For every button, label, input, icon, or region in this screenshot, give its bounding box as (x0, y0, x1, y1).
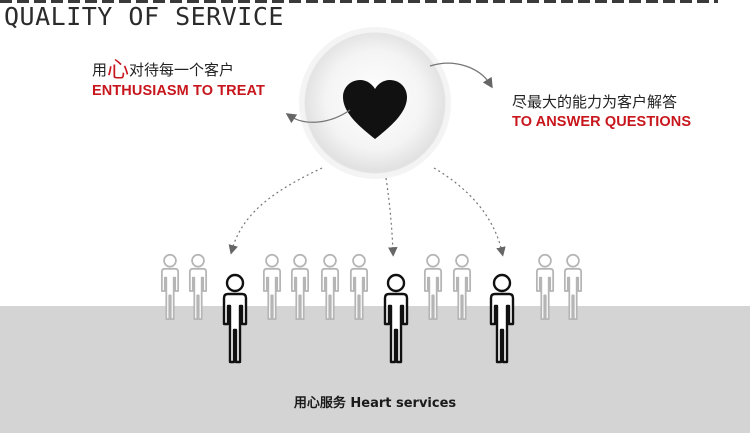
center-badge (299, 27, 451, 179)
callout-enthusiasm: 用心对待每一个客户 ENTHUSIASM TO TREAT (92, 60, 265, 101)
top-dashed-rule (0, 0, 718, 3)
callout-answer: 尽最大的能力为客户解答 TO ANSWER QUESTIONS (512, 92, 691, 132)
dotted-arrow-left (228, 167, 323, 255)
heart-icon (343, 80, 407, 139)
caption-cn: 用心服务 (293, 396, 346, 411)
people-group (160, 253, 583, 364)
person-faded-6 (349, 253, 369, 321)
callout-answer-cn: 尽最大的能力为客户解答 (512, 93, 678, 111)
dotted-arrow-right (433, 167, 506, 257)
floor-band (0, 306, 750, 433)
callout-enthusiasm-cn-suffix: 对待每一个客户 (129, 61, 235, 79)
person-featured-2 (383, 273, 409, 364)
callout-enthusiasm-cn-prefix: 用 (92, 61, 108, 79)
person-faded-4 (290, 253, 310, 321)
person-faded-5 (320, 253, 340, 321)
page-title: QUALITY OF SERVICE (4, 2, 284, 31)
person-faded-1 (160, 253, 180, 321)
person-featured-1 (222, 273, 248, 364)
curved-arrow-right (429, 62, 493, 89)
callout-answer-en: TO ANSWER QUESTIONS (512, 114, 692, 130)
callout-enthusiasm-en: ENTHUSIASM TO TREAT (92, 83, 265, 99)
person-featured-3 (489, 273, 515, 364)
person-faded-10 (563, 253, 583, 321)
caption-en: Heart services (350, 396, 457, 411)
person-faded-2 (188, 253, 208, 321)
person-faded-7 (423, 253, 443, 321)
caption: 用心服务 Heart services (0, 392, 750, 411)
person-faded-3 (262, 253, 282, 321)
dotted-arrow-middle (385, 177, 398, 257)
person-faded-8 (452, 253, 472, 321)
person-faded-9 (535, 253, 555, 321)
curved-arrow-left (285, 109, 351, 124)
callout-enthusiasm-cn: 用心对待每一个客户 (92, 58, 265, 83)
callout-enthusiasm-cn-emphasis: 心 (107, 58, 130, 83)
